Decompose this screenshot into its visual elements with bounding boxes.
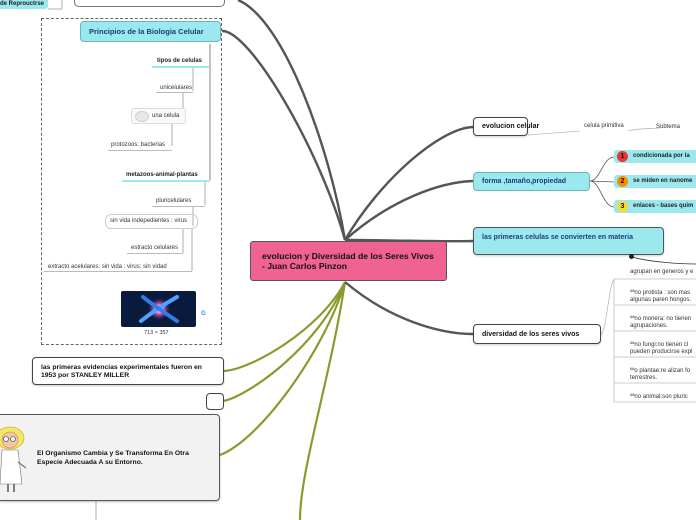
diversidad-item-2-line-2: agrupaciones. [630, 323, 668, 329]
chromosome-image[interactable] [121, 291, 196, 327]
evolucion-subtema[interactable]: Subtema [656, 124, 681, 130]
evolucion-node[interactable]: evolucion celular [473, 117, 539, 136]
child-extracto-acelulares[interactable]: extracto acelulares: sin vida : virus: s… [48, 264, 167, 270]
central-title: evolucion y Diversidad de los Seres Vivo… [262, 251, 434, 271]
forma-title: forma ,tamaño,propiedad [482, 178, 567, 185]
forma-item-3[interactable] [614, 200, 696, 213]
google-icon[interactable]: G [201, 311, 206, 317]
number-1-badge: 1 [617, 151, 628, 162]
underline-estracto [127, 253, 183, 254]
child-una-celula[interactable]: una celula [152, 113, 180, 119]
number-2-badge: 2 [617, 176, 628, 187]
diversidad-item-3-line-2: pueden producirse expl [630, 349, 693, 355]
diversidad-item-1-line-1[interactable]: ºªno protista : son mas [630, 290, 691, 296]
number-3-badge: 3 [617, 201, 628, 212]
diversidad-item-2-line-1[interactable]: ºªno monera: no tienen [630, 316, 692, 322]
underline-unicelulares [156, 92, 193, 93]
top-left-partial-label: de Reprouctrse [0, 1, 45, 7]
forma-item-2-label: se miden en nanome [633, 178, 693, 184]
principles-title: Principios de la Biologia Celular [89, 27, 204, 36]
child-estracto-celulares[interactable]: estracto celulares [131, 245, 179, 251]
child-protozoos[interactable]: protozoos: bacterias [111, 142, 166, 148]
child-unicelulares[interactable]: unicelulares [160, 85, 193, 91]
virus-box[interactable] [105, 214, 198, 229]
primeras-node[interactable]: las primeras celulas se convierten en ma… [473, 227, 664, 255]
forma-item-3-label: enlaces - bases quim [633, 203, 694, 209]
forma-item-1[interactable] [614, 150, 696, 163]
miller-text: las primeras evidencias experimentales f… [41, 364, 202, 379]
diversidad-item-3-line-1[interactable]: ºªno fungi:no tienen cl [630, 342, 689, 348]
diversidad-item-4-line-1[interactable]: ºªo plantae:re alizan fo [630, 368, 691, 374]
central-node[interactable]: evolucion y Diversidad de los Seres Vivo… [250, 241, 447, 281]
image-caption: 713 × 357 [144, 330, 169, 336]
child-metazoos[interactable]: metazoos-animal-plantas [126, 172, 198, 178]
collapse-dot[interactable] [629, 254, 634, 259]
cell-image-icon [135, 111, 149, 122]
primeras-title: las primeras celulas se convierten en ma… [482, 234, 633, 241]
evolucion-child[interactable]: celula primitiva [584, 123, 624, 129]
underline-metazoos [122, 180, 210, 182]
primeras-child[interactable]: agrupan en generos y e [630, 269, 694, 275]
diversidad-item-4-line-2: terrestres. [630, 375, 658, 381]
child-sin-vida-virus[interactable]: sin vida indepedientes : virus [110, 218, 188, 224]
diversidad-title: diversidad de los seres vivos [482, 331, 580, 338]
principles-boundary [41, 18, 222, 345]
top-box-partial[interactable] [74, 0, 225, 7]
diversidad-item-5-line-1[interactable]: ºªno animal:son pluric [630, 394, 688, 400]
scientist-avatar [0, 422, 30, 494]
empty-node[interactable] [206, 393, 224, 410]
organismo-text: El Organismo Cambia y Se Transforma En O… [37, 450, 189, 466]
child-pluricelulares[interactable]: pluricelulares [156, 198, 192, 204]
chromosome-icon [139, 295, 179, 323]
forma-node[interactable]: forma ,tamaño,propiedad [473, 172, 590, 191]
diversidad-item-1-line-2: algunas paren hongos. [630, 297, 692, 303]
underline-pluricelulares [152, 206, 205, 207]
protozoos-box[interactable] [108, 140, 172, 151]
evolucion-title: evolucion celular [482, 123, 540, 130]
forma-item-2[interactable] [614, 175, 696, 188]
principles-node[interactable]: Principios de la Biologia Celular [80, 21, 221, 42]
forma-item-1-label: condicionada por la [633, 153, 690, 159]
underline-extracto [44, 271, 192, 272]
child-tipos-de-celulas[interactable]: tipos de celulas [157, 58, 203, 64]
diversidad-node[interactable]: diversidad de los seres vivos [473, 324, 601, 344]
top-left-partial-node[interactable] [0, 0, 48, 9]
underline-tipos [152, 66, 210, 68]
miller-node[interactable]: las primeras evidencias experimentales f… [32, 357, 224, 385]
organismo-node[interactable] [0, 414, 220, 501]
